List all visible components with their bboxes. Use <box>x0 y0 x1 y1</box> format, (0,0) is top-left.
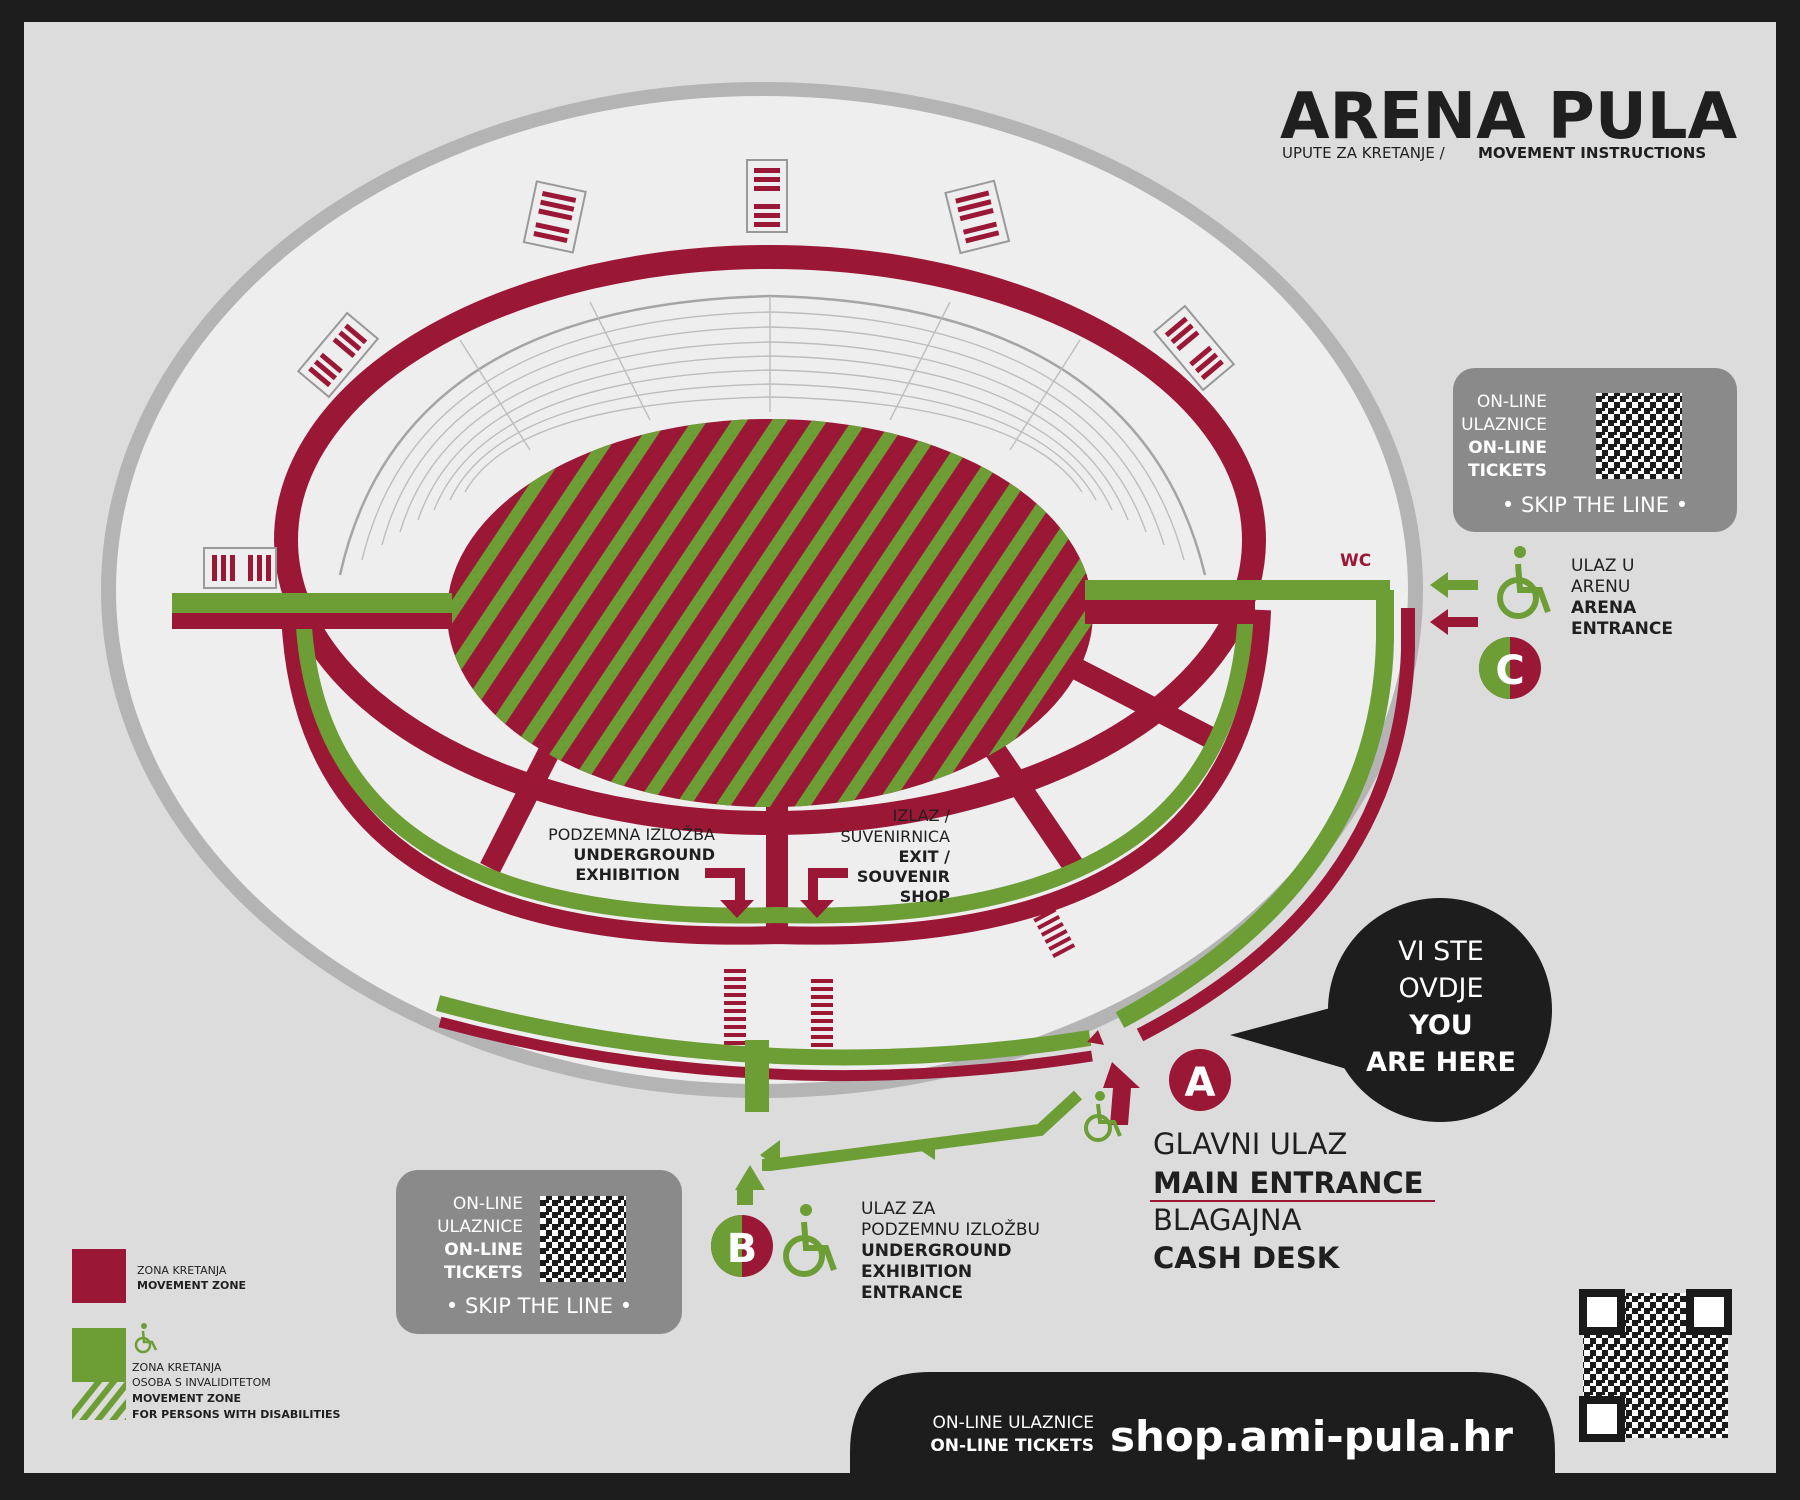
cross-corridor <box>172 580 1390 629</box>
entrance-b-en1: UNDERGROUND <box>861 1241 1012 1261</box>
marker-a-letter: A <box>1185 1060 1216 1106</box>
exit-en2: SOUVENIR <box>857 867 950 886</box>
you-are-here-hr2: OVDJE <box>1398 973 1483 1004</box>
main-entrance-hr: GLAVNI ULAZ <box>1153 1127 1347 1161</box>
tickets-hr-line1: ON-LINE <box>453 1194 523 1214</box>
marker-b-letter: B <box>727 1226 758 1272</box>
entrance-b-hr1: ULAZ ZA <box>861 1199 936 1219</box>
legend-swatch-movement <box>72 1249 126 1303</box>
wheelchair-icon <box>134 1323 158 1354</box>
footer-tickets-bar[interactable]: ON-LINE ULAZNICE ON-LINE TICKETS shop.am… <box>850 1372 1555 1500</box>
marker-b: B <box>711 1215 773 1277</box>
footer-hr: ON-LINE ULAZNICE <box>933 1413 1095 1433</box>
legend: ZONA KRETANJA MOVEMENT ZONE ZONA KRETANJ… <box>72 1249 341 1421</box>
marker-a: A <box>1169 1049 1231 1111</box>
you-are-here-en1: YOU <box>1408 1010 1472 1041</box>
qr-code-icon[interactable] <box>1596 393 1682 479</box>
entrance-b-en3: ENTRANCE <box>861 1283 963 1303</box>
tickets-hr-line2: ULAZNICE <box>1461 415 1547 435</box>
exit-en3: SHOP <box>900 887 951 906</box>
main-entrance-en: MAIN ENTRANCE <box>1153 1166 1423 1200</box>
cash-desk-hr: BLAGAJNA <box>1153 1203 1302 1237</box>
entrance-b-path <box>737 1090 1083 1205</box>
main-entrance-divider <box>1150 1200 1435 1202</box>
skip-the-line: • SKIP THE LINE • <box>446 1294 632 1318</box>
right-path <box>1115 590 1415 1042</box>
page-title: ARENA PULA <box>1280 80 1738 154</box>
entrance-c-en1: ARENA <box>1571 598 1637 618</box>
skip-the-line: • SKIP THE LINE • <box>1502 493 1688 517</box>
marker-c-letter: C <box>1495 648 1524 694</box>
tickets-en-line2: TICKETS <box>1468 461 1547 481</box>
radial-corridors <box>480 658 1221 930</box>
online-tickets-box-bottom[interactable]: ON-LINE ULAZNICE ON-LINE TICKETS • SKIP … <box>396 1170 682 1334</box>
seating-rows <box>338 294 1207 576</box>
footer-url-link[interactable]: shop.ami-pula.hr <box>1110 1412 1513 1461</box>
tickets-en-line1: ON-LINE <box>444 1240 523 1260</box>
page-subtitle-en: MOVEMENT INSTRUCTIONS <box>1478 144 1706 162</box>
arrow-icon <box>760 1140 780 1170</box>
tickets-en-line2: TICKETS <box>444 1263 523 1283</box>
wheelchair-icon <box>1497 546 1551 619</box>
lower-ring <box>281 607 1271 945</box>
footer-en: ON-LINE TICKETS <box>930 1436 1094 1456</box>
underground-hr: PODZEMNA IZLOŽBA <box>548 825 715 844</box>
online-tickets-box-top[interactable]: ON-LINE ULAZNICE ON-LINE TICKETS • SKIP … <box>1453 368 1737 532</box>
arrow-icon <box>705 868 848 918</box>
underground-en2: EXHIBITION <box>575 865 680 884</box>
entrance-c-hr2: ARENU <box>1571 577 1630 597</box>
tickets-hr-line2: ULAZNICE <box>437 1217 523 1237</box>
wc-label: WC <box>1340 551 1371 571</box>
arrow-icon <box>735 1165 765 1190</box>
legend-disability-en2: FOR PERSONS WITH DISABILITIES <box>132 1408 341 1421</box>
marker-c: C <box>1479 637 1541 699</box>
arrow-icon <box>1087 1030 1104 1045</box>
legend-disability-en1: MOVEMENT ZONE <box>132 1392 241 1405</box>
entrance-b-hr2: PODZEMNU IZLOŽBU <box>861 1218 1040 1240</box>
legend-disability-hr1: ZONA KRETANJA <box>132 1361 222 1374</box>
legend-swatch-disability <box>72 1328 126 1382</box>
cash-desk-en: CASH DESK <box>1153 1241 1341 1275</box>
exit-hr2: SUVENIRNICA <box>840 827 950 846</box>
arrow-icon <box>920 1140 935 1160</box>
exit-hr1: IZLAZ / <box>893 806 951 825</box>
legend-movement-hr: ZONA KRETANJA <box>137 1264 227 1277</box>
legend-disability-hr2: OSOBA S INVALIDITETOM <box>132 1376 271 1389</box>
tickets-hr-line1: ON-LINE <box>1477 392 1547 412</box>
underground-en1: UNDERGROUND <box>573 845 715 864</box>
you-are-here-hr1: VI STE <box>1398 936 1484 967</box>
entrance-c-en2: ENTRANCE <box>1571 619 1673 639</box>
speech-bubble-icon: VI STE OVDJE YOU ARE HERE <box>1230 898 1552 1122</box>
entrance-b-en2: EXHIBITION <box>861 1262 972 1282</box>
legend-movement-en: MOVEMENT ZONE <box>137 1279 246 1292</box>
arrow-icon <box>1430 572 1478 635</box>
page-subtitle-hr: UPUTE ZA KRETANJE / <box>1282 144 1446 162</box>
wheelchair-icon <box>1084 1091 1122 1142</box>
you-are-here-en2: ARE HERE <box>1366 1047 1516 1078</box>
arrow-icon <box>1103 1062 1140 1125</box>
exit-en1: EXIT / <box>898 847 950 866</box>
qr-code-icon[interactable] <box>540 1196 626 1282</box>
outer-lower-path <box>435 995 1093 1112</box>
entrance-c-hr1: ULAZ U <box>1571 556 1634 576</box>
wheelchair-icon <box>783 1204 837 1277</box>
tickets-en-line1: ON-LINE <box>1468 438 1547 458</box>
